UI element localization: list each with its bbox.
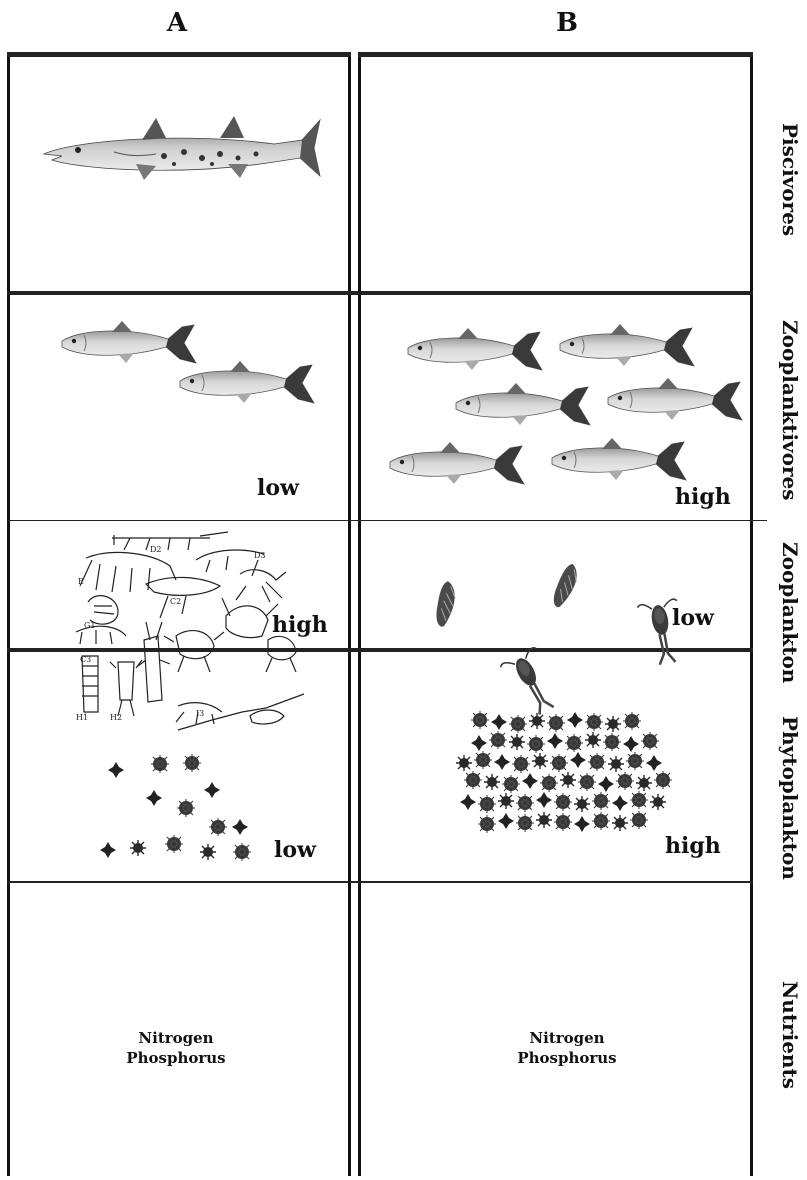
zooplankton-b2 xyxy=(547,562,584,610)
svg-text:C2: C2 xyxy=(170,597,181,606)
svg-text:D3: D3 xyxy=(254,551,266,560)
svg-text:I3: I3 xyxy=(196,709,204,718)
phytoplankton-b xyxy=(456,711,672,833)
svg-text:C3: C3 xyxy=(80,655,91,664)
fish-b6 xyxy=(552,438,686,480)
fish-b2 xyxy=(560,324,694,366)
svg-text:D2: D2 xyxy=(150,545,162,554)
fish-b4 xyxy=(608,378,742,420)
barracuda-illustration xyxy=(44,116,320,180)
level-zooplankton-b: low xyxy=(672,605,714,631)
zooplankton-b1 xyxy=(430,580,460,628)
fish-a2 xyxy=(180,361,314,403)
fish-b5 xyxy=(390,442,524,484)
fish-b3 xyxy=(456,383,590,425)
nutrients-a: Nitrogen Phosphorus xyxy=(106,1028,246,1068)
svg-text:G1: G1 xyxy=(84,621,95,630)
svg-text:E: E xyxy=(78,577,84,586)
level-phytoplankton-a: low xyxy=(274,837,316,863)
phytoplankton-a xyxy=(100,754,251,861)
zooplankton-b4 xyxy=(500,646,565,720)
fish-b1 xyxy=(408,328,542,370)
level-zooplanktivores-b: high xyxy=(675,484,731,510)
svg-text:H1: H1 xyxy=(76,713,88,722)
nutrients-a-nitrogen: Nitrogen xyxy=(106,1028,246,1048)
svg-text:H2: H2 xyxy=(110,713,122,722)
nutrients-b: Nitrogen Phosphorus xyxy=(497,1028,637,1068)
level-phytoplankton-b: high xyxy=(665,833,721,859)
zooplankton-assemblage: D2 D3 E C2 G1 C3 H1 H2 I3 xyxy=(76,532,304,730)
nutrients-b-phosphorus: Phosphorus xyxy=(497,1048,637,1068)
level-zooplanktivores-a: low xyxy=(257,475,299,501)
nutrients-b-nitrogen: Nitrogen xyxy=(497,1028,637,1048)
level-zooplankton-a: high xyxy=(272,612,328,638)
fish-a1 xyxy=(62,321,196,363)
nutrients-a-phosphorus: Phosphorus xyxy=(106,1048,246,1068)
